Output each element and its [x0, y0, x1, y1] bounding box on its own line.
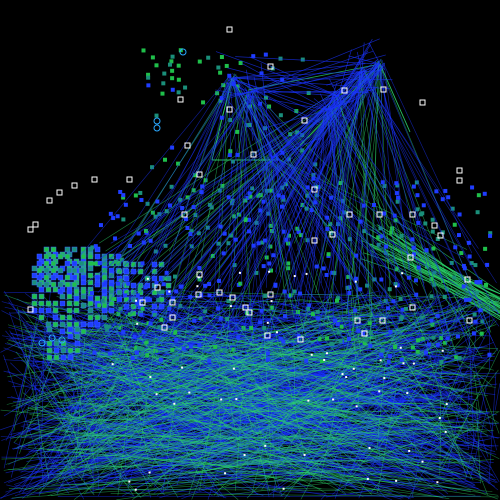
white-markers	[27, 26, 473, 491]
peak-lines	[80, 38, 500, 360]
